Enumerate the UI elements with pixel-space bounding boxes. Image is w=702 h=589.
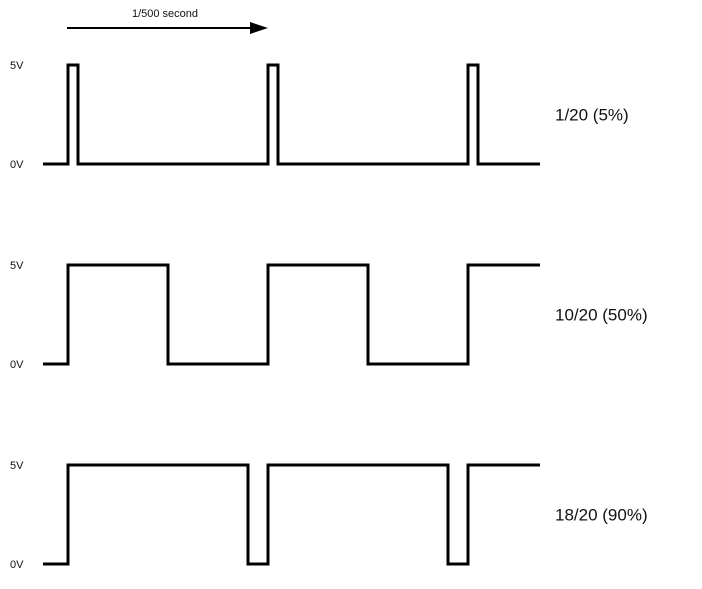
waveform-row: 5V 0V 18/20 (90%) (10, 460, 648, 571)
pwm-waveform (43, 263, 540, 366)
duty-cycle-label: 18/20 (90%) (555, 506, 648, 525)
arrow-head-icon (250, 22, 268, 34)
low-voltage-label: 0V (10, 159, 24, 171)
low-voltage-label: 0V (10, 359, 24, 371)
waveform-row: 5V 0V 10/20 (50%) (10, 260, 648, 371)
period-arrow: 1/500 second (67, 8, 268, 34)
pwm-waveform (43, 463, 540, 566)
pwm-waveform (43, 63, 540, 166)
high-voltage-label: 5V (10, 460, 24, 472)
duty-cycle-label: 1/20 (5%) (555, 106, 629, 125)
duty-cycle-label: 10/20 (50%) (555, 306, 648, 325)
high-voltage-label: 5V (10, 260, 24, 272)
high-voltage-label: 5V (10, 60, 24, 72)
waveform-row: 5V 0V 1/20 (5%) (10, 60, 629, 171)
low-voltage-label: 0V (10, 559, 24, 571)
period-label: 1/500 second (132, 8, 198, 20)
